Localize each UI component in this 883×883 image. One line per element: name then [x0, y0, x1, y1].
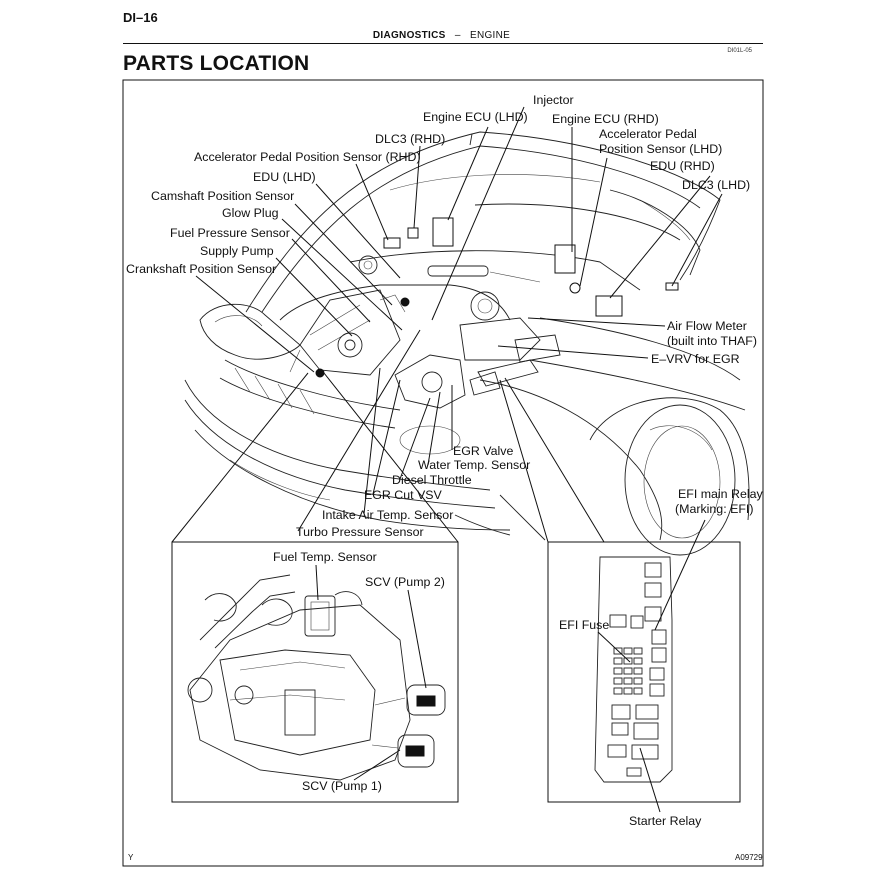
subsection-name: ENGINE — [469, 30, 511, 41]
label-injector: Injector — [533, 93, 574, 107]
leader-efi-fuse — [597, 631, 631, 663]
label-app-sensor-lhd-1: Accelerator Pedal — [599, 127, 697, 141]
label-water-temp-sensor: Water Temp. Sensor — [418, 458, 530, 472]
label-egr-valve: EGR Valve — [453, 444, 513, 458]
label-dlc3-rhd: DLC3 (RHD) — [375, 132, 445, 146]
label-engine-ecu-rhd: Engine ECU (RHD) — [552, 112, 659, 126]
label-camshaft-sensor: Camshaft Position Sensor — [151, 189, 294, 203]
relay-box-drawing — [594, 556, 673, 783]
label-egr-cut-vsv: EGR Cut VSV — [364, 488, 443, 502]
labels: Injector Engine ECU (LHD) Engine ECU (RH… — [126, 93, 764, 862]
label-app-sensor-lhd-2: Position Sensor (LHD) — [599, 142, 722, 156]
figure-code: A09729 — [735, 853, 763, 862]
leader-fuel-temp — [315, 564, 319, 601]
supply-pump-drawing — [187, 574, 446, 781]
label-scv-pump1: SCV (Pump 1) — [302, 779, 382, 793]
page-number: DI–16 — [123, 10, 158, 25]
label-glow-plug: Glow Plug — [222, 206, 279, 220]
vehicle-drawing — [184, 131, 750, 556]
label-evrv-egr: E–VRV for EGR — [651, 352, 740, 366]
engine-bay-drawing — [279, 217, 679, 409]
label-intake-air-temp-sensor: Intake Air Temp. Sensor — [322, 508, 453, 522]
label-air-flow-meter-1: Air Flow Meter — [667, 319, 747, 333]
leader-starter-relay — [639, 747, 661, 813]
label-starter-relay: Starter Relay — [629, 814, 702, 828]
label-fuel-temp-sensor: Fuel Temp. Sensor — [273, 550, 377, 564]
label-app-sensor-rhd: Accelerator Pedal Position Sensor (RHD) — [194, 150, 421, 164]
label-scv-pump2: SCV (Pump 2) — [365, 575, 445, 589]
corner-mark-left: Y — [128, 853, 134, 862]
label-air-flow-meter-2: (built into THAF) — [667, 334, 757, 348]
leader-scv1 — [353, 749, 401, 781]
label-crankshaft-sensor: Crankshaft Position Sensor — [126, 262, 276, 276]
label-fuel-pressure-sensor: Fuel Pressure Sensor — [170, 226, 290, 240]
supply-pump-inset — [171, 541, 459, 803]
label-edu-lhd: EDU (LHD) — [253, 170, 316, 184]
label-edu-rhd: EDU (RHD) — [650, 159, 715, 173]
diagram-frame — [122, 79, 764, 867]
leader-scv2 — [407, 589, 427, 689]
page-title: PARTS LOCATION — [123, 52, 310, 75]
label-efi-fuse: EFI Fuse — [559, 618, 609, 632]
label-engine-ecu-lhd: Engine ECU (LHD) — [423, 110, 528, 124]
label-turbo-pressure-sensor: Turbo Pressure Sensor — [296, 525, 424, 539]
relay-box-inset — [547, 541, 741, 803]
label-efi-main-relay-1: EFI main Relay — [678, 487, 764, 501]
label-efi-main-relay-2: (Marking: EFI) — [675, 502, 753, 516]
running-header: DIAGNOSTICS – ENGINE — [0, 30, 883, 41]
document-code: DI01L-05 — [727, 48, 752, 54]
leader-lines — [195, 106, 723, 532]
leader-efi-relay — [654, 519, 706, 631]
label-diesel-throttle: Diesel Throttle — [392, 473, 472, 487]
section-name: DIAGNOSTICS — [372, 30, 446, 41]
header-separator: – — [454, 30, 461, 41]
label-supply-pump: Supply Pump — [200, 244, 274, 258]
label-dlc3-lhd: DLC3 (LHD) — [682, 178, 750, 192]
zoom-lines — [171, 372, 605, 543]
header-rule — [123, 43, 763, 45]
